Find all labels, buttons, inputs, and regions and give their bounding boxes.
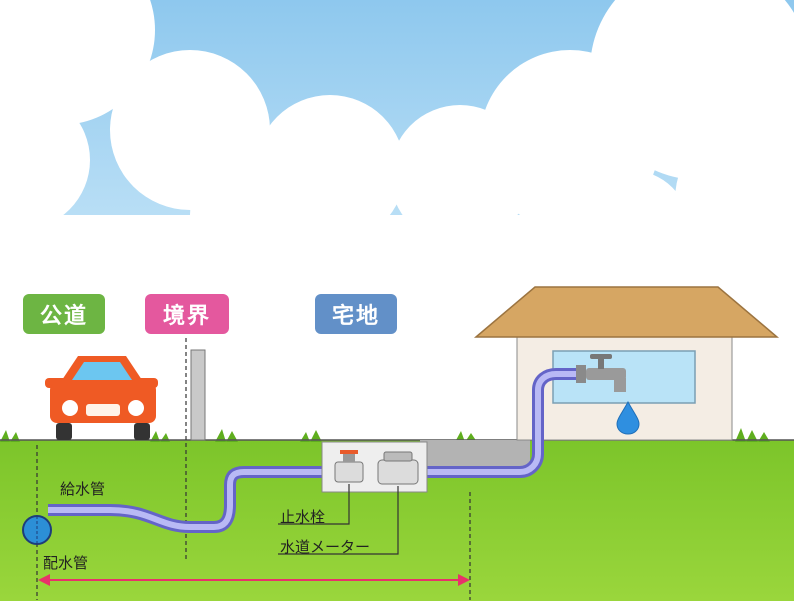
water-meter-label: 水道メーター (280, 538, 371, 556)
house-icon (473, 286, 780, 441)
boundary-badge: 境界 (145, 294, 229, 334)
stop-valve-icon (334, 450, 364, 483)
property-badge: 宅地 (315, 294, 397, 334)
boundary-post (190, 349, 206, 441)
distribution-main-icon (22, 515, 52, 545)
stop-valve-label: 止水栓 (280, 508, 326, 526)
ownership-range-arrow (38, 574, 470, 586)
faucet-icon (576, 354, 626, 392)
paved-strip (420, 440, 530, 468)
car-icon (45, 356, 158, 440)
leader-lines (278, 484, 399, 555)
water-meter-icon (377, 451, 419, 485)
road-badge: 公道 (23, 294, 105, 334)
distribution-main-label: 配水管 (43, 554, 89, 572)
water-drop-icon (616, 400, 640, 435)
clouds (0, 0, 794, 295)
service-pipe-label: 給水管 (60, 480, 106, 498)
